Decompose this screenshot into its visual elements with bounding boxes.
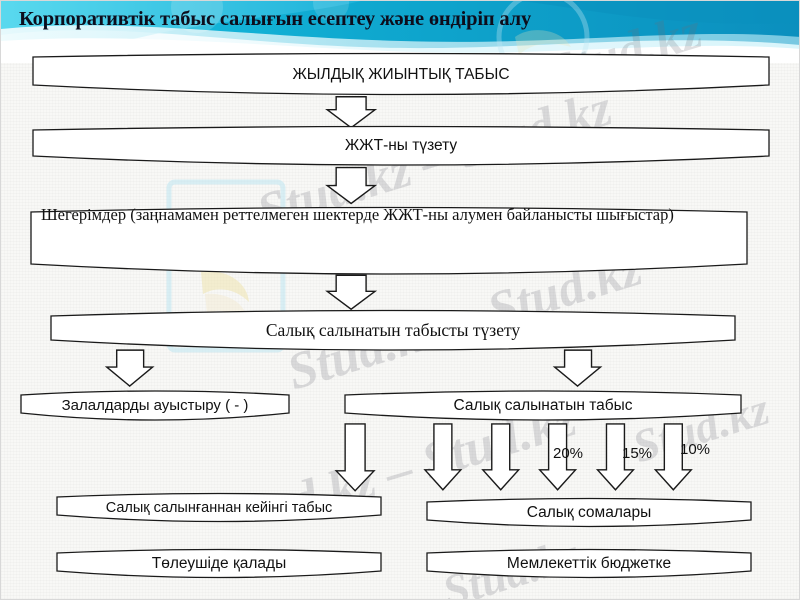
node-label: Шегерімдер (заңнамамен реттелмеген шекте… bbox=[41, 205, 674, 224]
node-shape bbox=[32, 125, 770, 166]
arrow-down-tax-2 bbox=[481, 423, 521, 491]
node-after-tax-income[interactable]: Салық салынғаннан кейінгі табыс bbox=[49, 490, 389, 526]
node-tax-amounts[interactable]: Салық сомалары bbox=[419, 495, 759, 531]
node-shape bbox=[344, 390, 742, 421]
node-label: Салық салынатын табысты түзету bbox=[265, 320, 521, 341]
rate-label-10: 10% bbox=[680, 441, 711, 458]
rate-label-15: 15% bbox=[622, 445, 653, 462]
arrow-down-tax-1 bbox=[423, 423, 463, 491]
node-label: ЖЫЛДЫҚ ЖИЫНТЫҚ ТАБЫС bbox=[292, 65, 510, 83]
arrow-down-6 bbox=[334, 423, 376, 492]
node-adjust-taxable-income[interactable]: Салық салынатын табысты түзету bbox=[37, 309, 749, 354]
node-label: Салық сомалары bbox=[526, 504, 652, 522]
node-deductions[interactable]: Шегерімдер (заңнамамен реттелмеген шекте… bbox=[19, 205, 759, 278]
node-label: ЖЖТ-ны түзету bbox=[344, 137, 458, 155]
arrow-down-2 bbox=[325, 166, 378, 205]
arrow-down-tax-3 bbox=[538, 423, 578, 491]
node-label: Төлеушіде қалады bbox=[151, 555, 287, 573]
arrow-down-3 bbox=[325, 274, 378, 311]
node-loss-carryover[interactable]: Залалдарды ауыстыру ( - ) bbox=[15, 387, 295, 425]
arrow-down-1 bbox=[325, 96, 378, 129]
node-stays-with-payer[interactable]: Төлеушіде қалады bbox=[49, 546, 389, 582]
node-shape bbox=[426, 497, 752, 528]
rate-label-20: 20% bbox=[553, 445, 584, 462]
node-label: Салық салынатын табыс bbox=[453, 397, 633, 415]
arrow-down-4 bbox=[104, 349, 155, 387]
node-adjust-agi[interactable]: ЖЖТ-ны түзету bbox=[23, 125, 779, 169]
node-annual-gross-income[interactable]: ЖЫЛДЫҚ ЖИЫНТЫҚ ТАБЫС bbox=[23, 52, 779, 99]
node-shape bbox=[20, 390, 290, 421]
node-taxable-income[interactable]: Салық салынатын табыс bbox=[337, 387, 749, 425]
page-title: Корпоративтік табыс салығын есептеу және… bbox=[19, 8, 531, 30]
node-label: Мемлекеттік бюджетке bbox=[506, 555, 672, 573]
arrow-down-5 bbox=[552, 349, 603, 387]
arrow-down-tax-5 bbox=[653, 423, 693, 491]
node-shape bbox=[426, 548, 752, 579]
node-shape bbox=[56, 492, 382, 523]
node-label: Залалдарды ауыстыру ( - ) bbox=[61, 397, 249, 415]
node-state-budget[interactable]: Мемлекеттік бюджетке bbox=[419, 546, 759, 582]
node-label: Салық салынғаннан кейінгі табыс bbox=[105, 499, 333, 516]
arrow-down-tax-4 bbox=[595, 423, 635, 491]
node-shape bbox=[32, 52, 770, 96]
node-shape bbox=[56, 548, 382, 579]
